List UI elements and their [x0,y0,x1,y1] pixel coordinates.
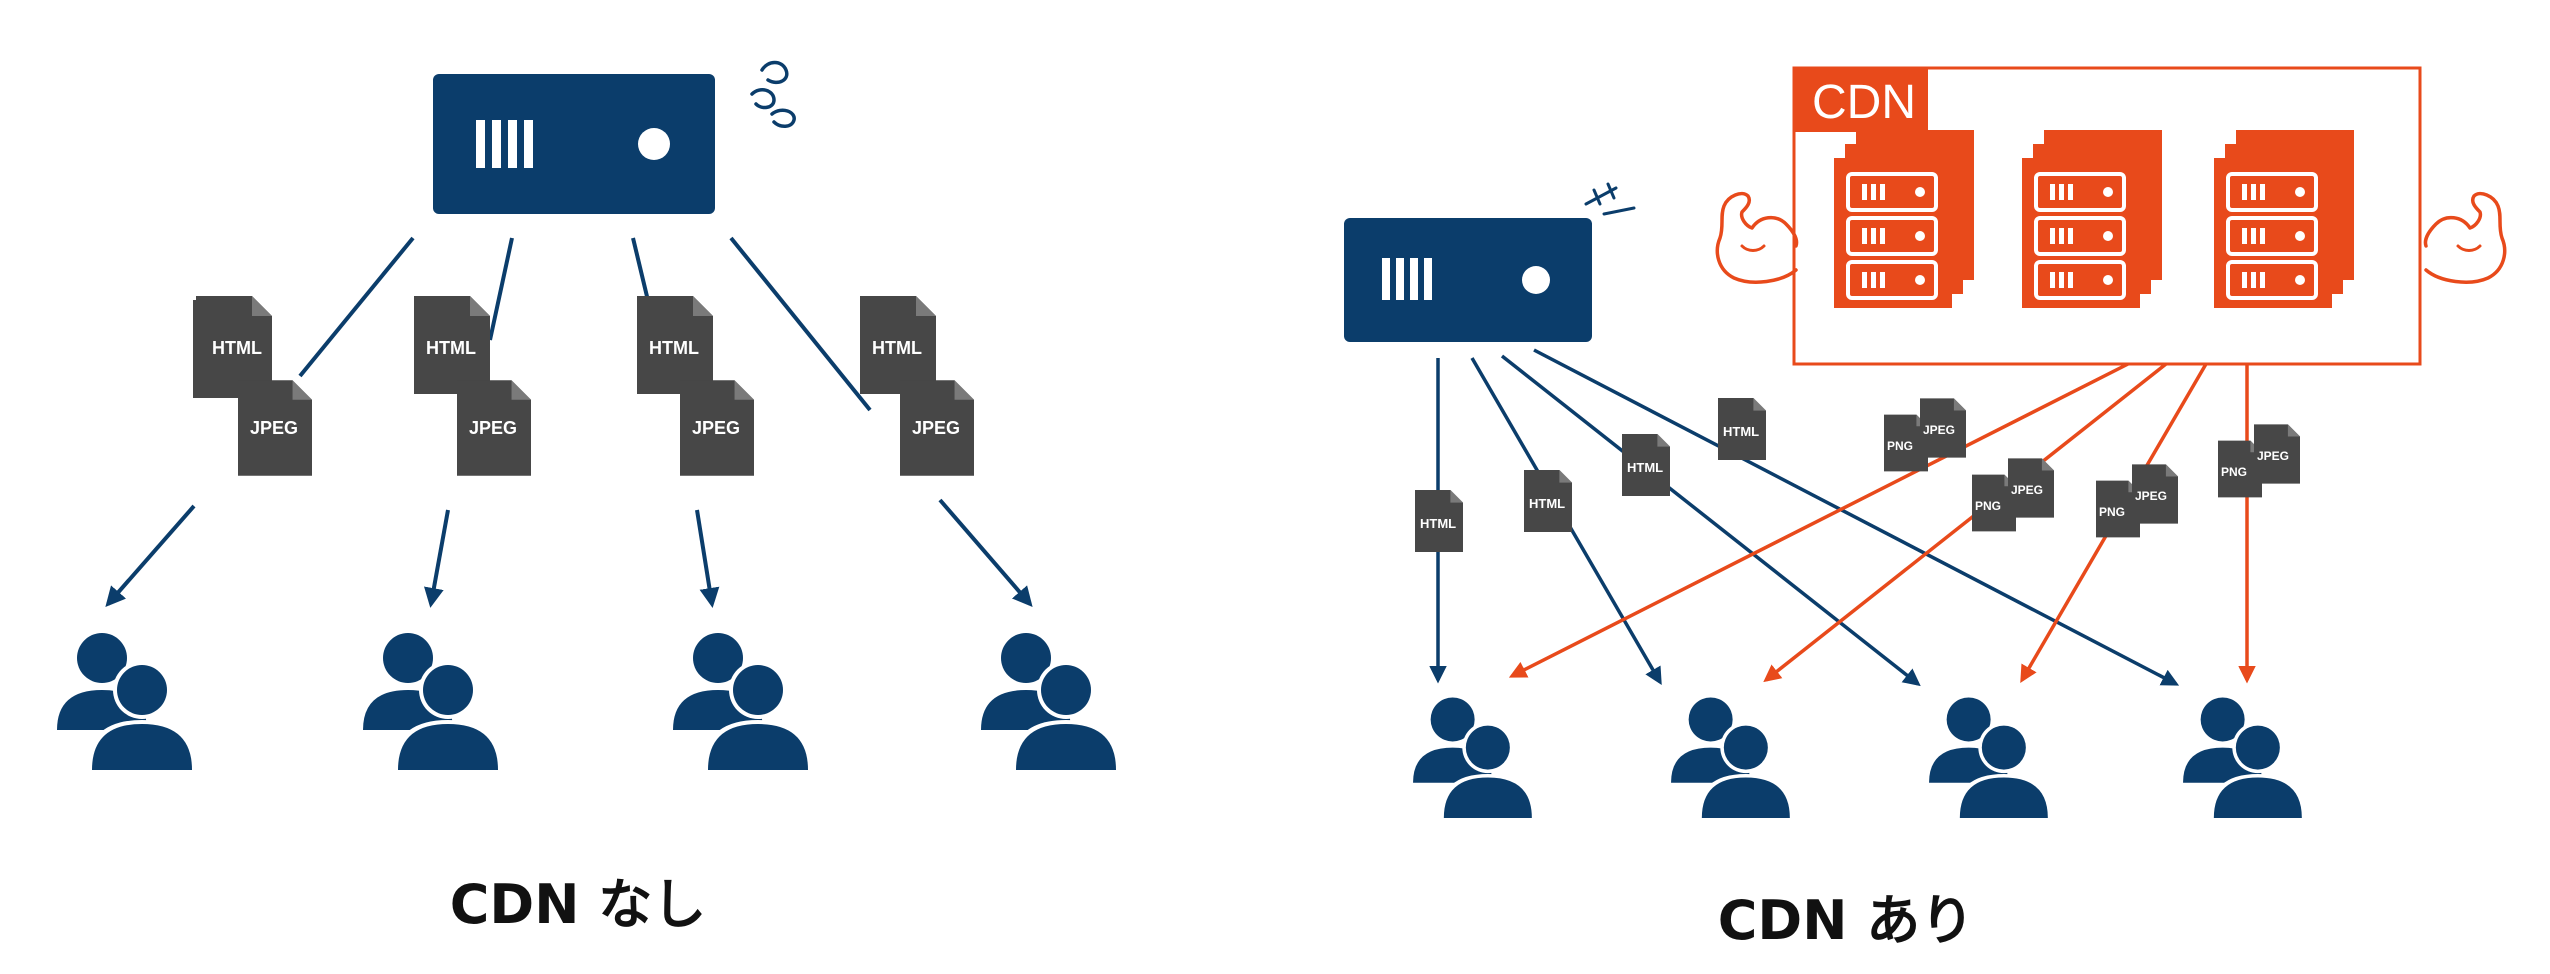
file-label-html: HTML [1627,460,1663,475]
file-label-png: PNG [2221,465,2247,479]
html-file-icon: HTML [1524,470,1572,532]
server-stack-icon [2022,130,2162,308]
image-file-bundle: PNG JPEG [1972,458,2054,532]
file-label-png: PNG [2099,505,2125,519]
file-label-jpeg: JPEG [2011,483,2043,497]
user-group-icon [363,633,500,770]
file-label-jpeg: JPEG [250,418,298,438]
file-label-jpeg: JPEG [2135,489,2167,503]
server-stack-icon [1834,130,1974,308]
file-label-jpeg: JPEG [2257,449,2289,463]
file-label-jpeg: JPEG [469,418,517,438]
sweat-drops-icon [750,60,796,128]
with-cdn-panel: CDN [1344,66,2507,818]
file-label-html: HTML [426,338,476,358]
server-stack-icon [2214,130,2354,308]
flexed-arm-icon [1715,191,1799,284]
html-file-icon: HTML [1415,490,1463,552]
user-group-icon [1671,697,1792,818]
html-file-icon: HTML [1718,398,1766,460]
origin-server-icon [1344,218,1592,342]
origin-server-icon [433,74,715,214]
file-bundle: HTML JPEG [860,296,974,476]
file-bundle: HTML JPEG [637,296,754,476]
caption-with-cdn: CDN あり [1717,889,1975,952]
file-label-jpeg: JPEG [912,418,960,438]
image-file-bundle: PNG JPEG [1884,398,1966,472]
image-file-bundle: PNG JPEG [2218,424,2300,498]
file-label-png: PNG [1887,439,1913,453]
user-group-icon [57,633,194,770]
html-file-icon: HTML [1622,434,1670,496]
flexed-arm-icon [2423,191,2507,284]
file-label-png: PNG [1975,499,2001,513]
strain-marks-icon [1584,182,1636,216]
file-label-html: HTML [212,338,262,358]
server-to-user-lines [105,236,1033,608]
file-label-jpeg: JPEG [1923,423,1955,437]
user-group-icon [1413,697,1534,818]
file-label-html: HTML [1420,516,1456,531]
without-cdn-panel: PNG HTML JPEG HTML JPEG HTML JPEG HTML J… [57,60,1118,770]
file-label-html: HTML [649,338,699,358]
cdn-label: CDN [1812,76,1916,129]
image-file-bundle: PNG JPEG [2096,464,2178,538]
file-bundle: PNG HTML JPEG [193,296,312,476]
user-group-icon [1929,697,2050,818]
file-label-html: HTML [1529,496,1565,511]
file-bundle: HTML JPEG [414,296,531,476]
file-label-jpeg: JPEG [692,418,740,438]
user-group-icon [2183,697,2304,818]
user-group-icon [673,633,810,770]
file-label-html: HTML [1723,424,1759,439]
file-label-html: HTML [872,338,922,358]
user-group-icon [981,633,1118,770]
cdn-box: CDN [1792,66,2422,366]
caption-without-cdn: CDN なし [449,873,707,936]
